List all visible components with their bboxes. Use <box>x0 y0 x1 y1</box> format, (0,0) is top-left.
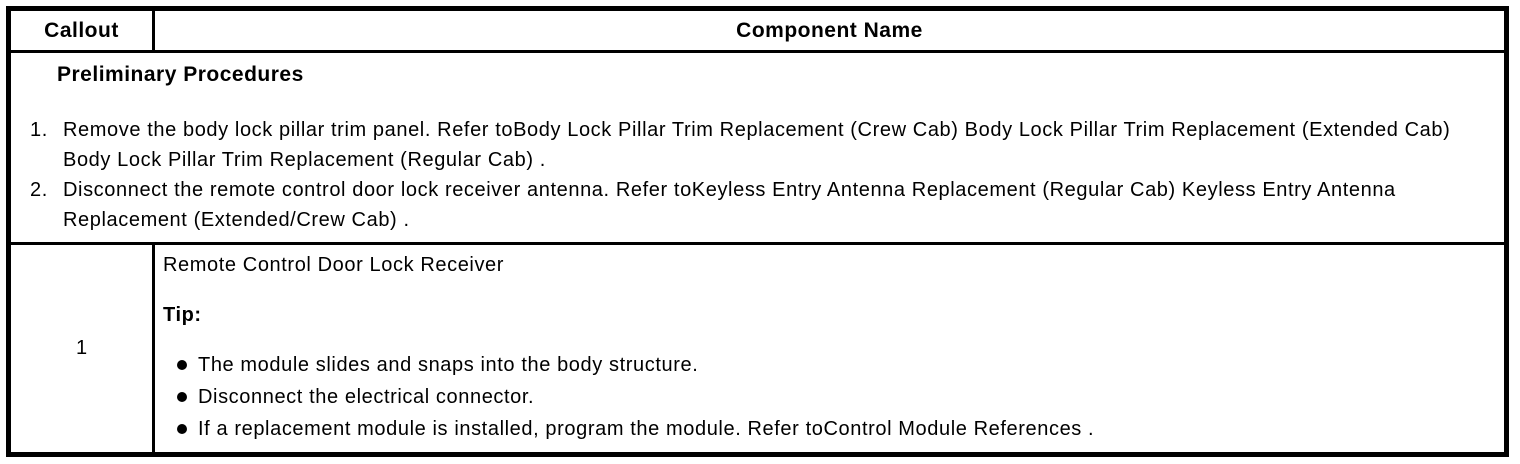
preliminary-procedures-title: Preliminary Procedures <box>57 63 304 86</box>
tip-item-3: If a replacement module is installed, pr… <box>163 413 1490 445</box>
component-row: 1 Remote Control Door Lock Receiver Tip:… <box>11 245 1504 452</box>
callout-column-header: Callout <box>11 11 155 50</box>
tip-text: If a replacement module is installed, pr… <box>198 418 1095 440</box>
tip-label: Tip: <box>163 304 202 326</box>
tip-item-2: Disconnect the electrical connector. <box>163 381 1490 413</box>
procedure-steps-list: 1. Remove the body lock pillar trim pane… <box>11 115 1504 235</box>
tip-text: The module slides and snaps into the bod… <box>198 354 699 376</box>
component-name-cell: Remote Control Door Lock Receiver Tip: T… <box>155 245 1504 452</box>
component-table: Callout Component Name Preliminary Proce… <box>6 6 1509 457</box>
step-number: 2. <box>30 179 48 201</box>
table-header-row: Callout Component Name <box>11 11 1504 53</box>
procedure-step-2: 2. Disconnect the remote control door lo… <box>11 175 1504 235</box>
bullet-icon <box>177 392 187 402</box>
tip-list: The module slides and snaps into the bod… <box>163 349 1490 445</box>
bullet-icon <box>177 424 187 434</box>
component-name-column-header: Component Name <box>736 18 923 42</box>
bullet-icon <box>177 360 187 370</box>
tip-item-1: The module slides and snaps into the bod… <box>163 349 1490 381</box>
step-text: Remove the body lock pillar trim panel. … <box>63 119 1451 171</box>
callout-number-cell: 1 <box>11 245 155 452</box>
component-name-text: Remote Control Door Lock Receiver <box>163 254 505 276</box>
tip-text: Disconnect the electrical connector. <box>198 386 535 408</box>
step-number: 1. <box>30 119 48 141</box>
preliminary-procedures-row: Preliminary Procedures 1. Remove the bod… <box>11 53 1504 245</box>
procedure-step-1: 1. Remove the body lock pillar trim pane… <box>11 115 1504 175</box>
step-text: Disconnect the remote control door lock … <box>63 179 1396 231</box>
